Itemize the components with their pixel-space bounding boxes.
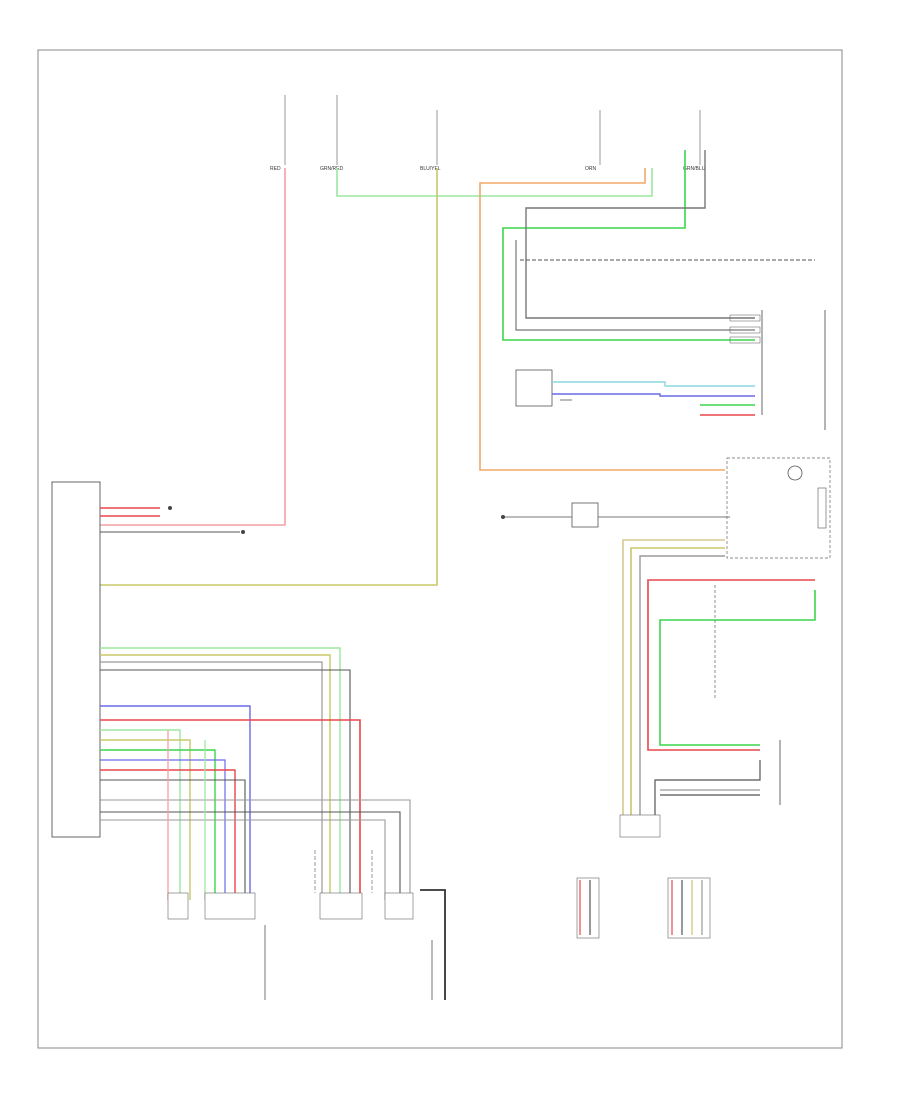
ground-connector-2 [667,877,711,939]
sensor-connector [729,310,826,430]
svg-text:GRN/BLU: GRN/BLU [683,166,706,172]
wire-olive [100,168,438,586]
sensor-bus-wires [622,539,725,820]
torque-sensor-section [647,579,816,820]
top-sources: RED GRN/RED BLU/YEL ORN GRN/BLU [270,95,706,172]
diagram-frame [37,49,843,1049]
junction-connector [501,502,730,528]
wire-gray-1 [525,150,755,319]
top-source-3: BLU/YEL [420,110,441,172]
bottom-connector-sensor [619,814,661,838]
svg-text:RED: RED [270,166,281,172]
svg-text:BLU/YEL: BLU/YEL [420,166,441,172]
mode-switch [515,369,755,416]
bottom-connector-left [167,892,266,1000]
svg-text:ORN: ORN [585,166,597,172]
module-bus-wires [100,647,411,900]
middle-aux-wires [314,850,373,893]
power-steering-module [51,481,245,838]
bottom-connector-middle [319,889,446,1000]
ground-connector-1 [576,877,600,939]
top-source-1: RED [270,95,286,172]
wire-green-right [502,150,755,341]
top-source-4: ORN [585,110,601,172]
svg-text:GRN/RED: GRN/RED [320,166,343,172]
wire-green-top [336,168,653,197]
steering-sensor [726,457,831,559]
wire-red-main [100,168,286,526]
wire-orange [479,168,725,471]
wire-gray-2 [515,240,755,331]
top-source-2: GRN/RED [320,95,343,172]
top-source-5: GRN/BLU [683,110,706,172]
